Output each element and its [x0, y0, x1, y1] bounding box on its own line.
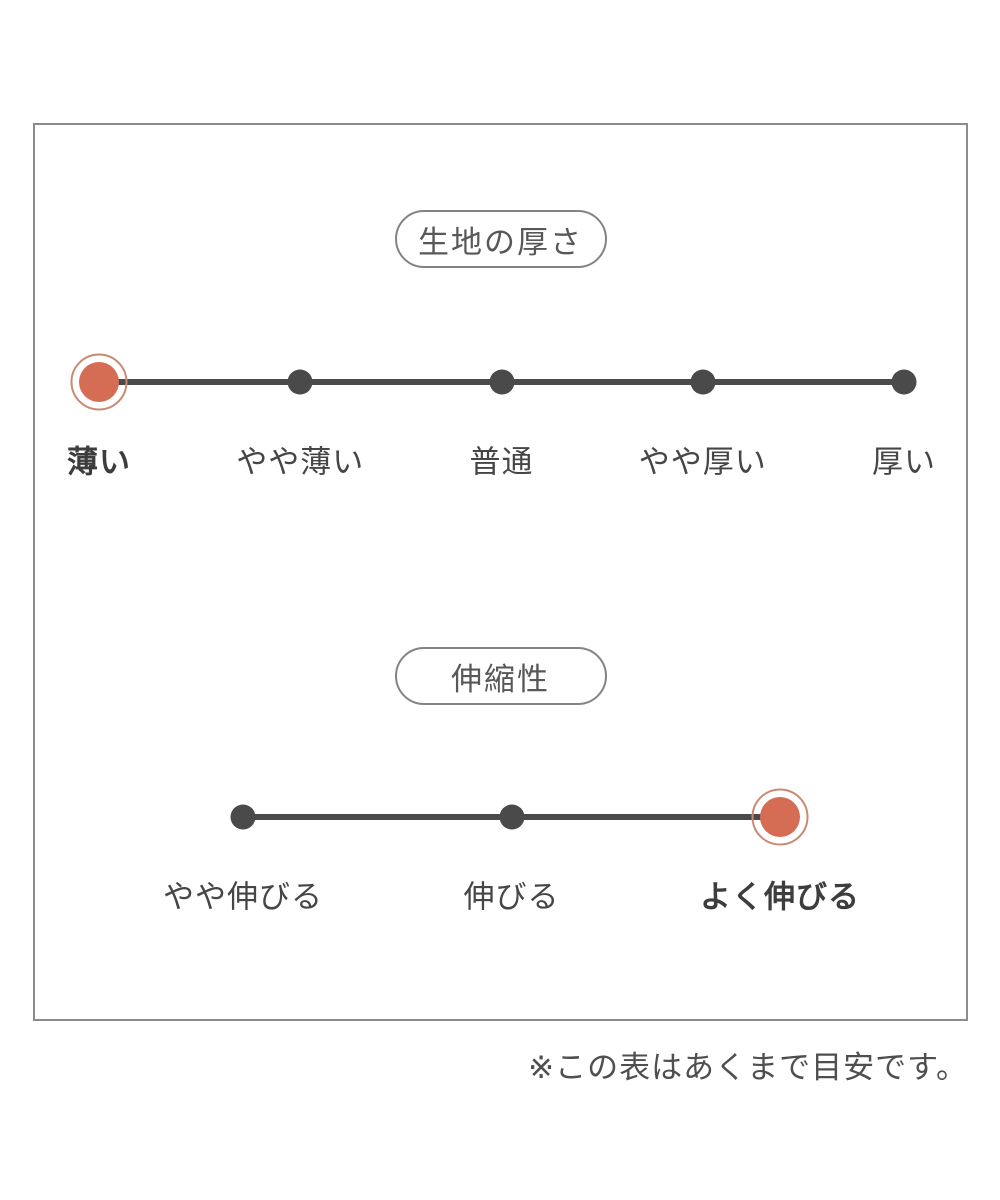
spec-chart-panel: 生地の厚さ 薄い やや薄い 普通 やや厚い 厚い 伸縮性 やや伸びる 伸びる よく伸びる [33, 123, 968, 1021]
scale-option-label: 伸びる [463, 879, 560, 915]
stretchiness-title-pill: 伸縮性 [394, 647, 607, 705]
scale-option-label: 厚い [872, 444, 936, 480]
dot-icon [690, 369, 716, 395]
dot-icon [230, 804, 256, 830]
dot-icon [489, 369, 514, 395]
dot-icon [287, 369, 313, 395]
selected-marker-ring [70, 353, 128, 411]
fabric-thickness-title-pill: 生地の厚さ [394, 210, 607, 268]
fabric-thickness-scale: 生地の厚さ 薄い やや薄い 普通 やや厚い 厚い [35, 125, 966, 1019]
stretchiness-scale: 伸縮性 やや伸びる 伸びる よく伸びる [35, 125, 966, 1019]
selected-marker-ring [751, 788, 809, 846]
dot-icon [891, 369, 917, 395]
dot-icon [499, 804, 524, 830]
selected-dot-icon [760, 797, 800, 837]
fabric-thickness-title: 生地の厚さ [418, 224, 583, 260]
scale-option-label: 普通 [469, 444, 534, 480]
disclaimer-note: ※この表はあくまで目安です。 [528, 1050, 968, 1085]
scale-option-label: やや薄い [236, 444, 365, 480]
scale-option-label: やや厚い [638, 444, 767, 480]
scale-option-label: よく伸びる [700, 879, 860, 915]
selected-dot-icon [79, 362, 119, 402]
scale-option-label: やや伸びる [163, 879, 323, 915]
scale-option-label: 薄い [67, 444, 131, 480]
stretchiness-title: 伸縮性 [451, 661, 550, 697]
